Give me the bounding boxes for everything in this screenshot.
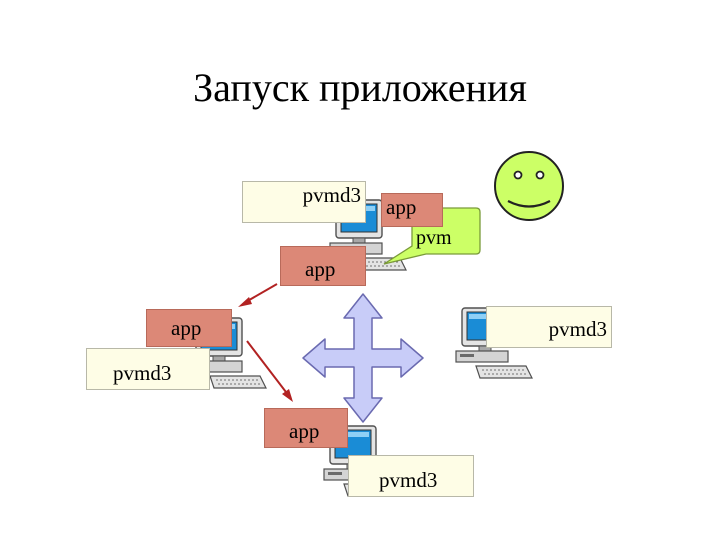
pvmd3-label: pvmd3 — [486, 306, 612, 348]
red-arrow-icon — [246, 340, 293, 402]
app-label: app — [381, 193, 443, 227]
four-way-arrow-icon — [302, 293, 424, 423]
slide-title: Запуск приложения — [193, 65, 527, 110]
app-label: app — [146, 309, 232, 347]
pvmd3-label: pvmd3 — [242, 181, 366, 223]
app-label: app — [280, 246, 366, 286]
app-label: app — [264, 408, 348, 448]
red-arrow-icon — [238, 283, 278, 307]
pvmd3-label: pvmd3 — [348, 455, 474, 497]
pvmd3-label: pvmd3 — [86, 348, 210, 390]
pvm-label: pvm — [416, 227, 452, 249]
smiley-face-icon — [494, 151, 564, 221]
